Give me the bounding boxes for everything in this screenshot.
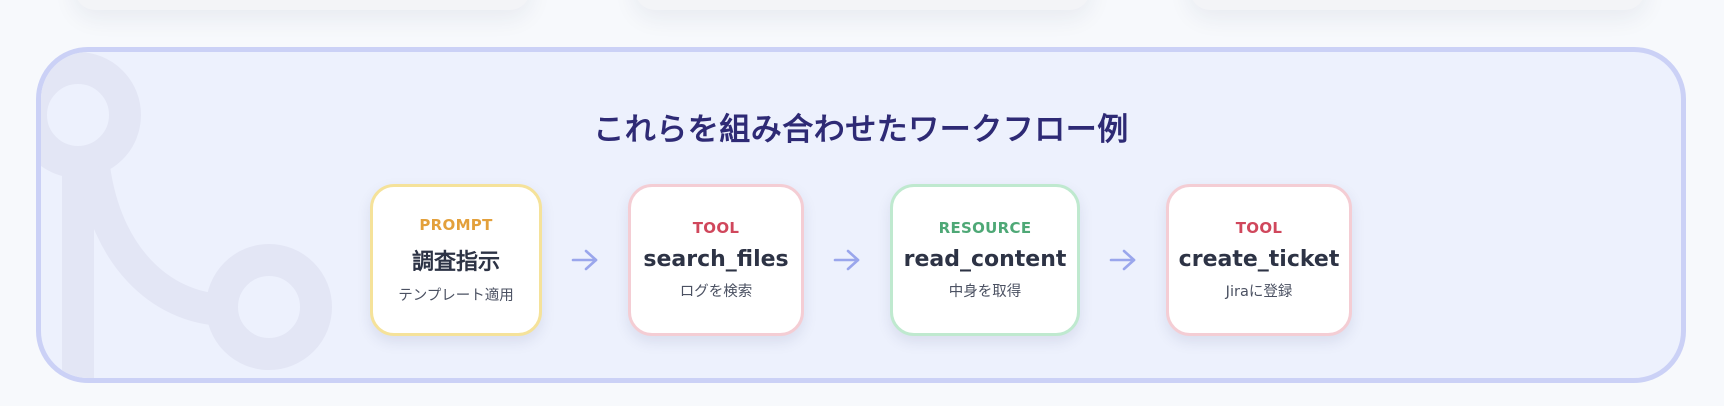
step-description: 中身を取得 [948,284,1022,300]
git-branch-decoration-icon [41,52,332,378]
workflow-step-prompt: PROMPT 調査指示 テンプレート適用 [370,184,542,336]
previous-card-3 [1190,0,1645,10]
section-title: これらを組み合わせたワークフロー例 [593,112,1129,148]
step-kind-label: PROMPT [419,215,493,234]
flow-arrow [804,249,890,271]
arrow-right-icon [571,249,598,271]
step-kind-label: TOOL [1235,219,1283,237]
step-name: read_content [903,247,1067,272]
previous-card-2 [635,0,1090,10]
step-kind-label: RESOURCE [938,219,1032,237]
step-name: create_ticket [1178,247,1340,272]
workflow-step-resource: RESOURCE read_content 中身を取得 [890,184,1080,336]
step-name: search_files [643,247,789,272]
step-description: テンプレート適用 [398,287,514,304]
previous-card-1 [75,0,530,10]
workflow-step-tool-search: TOOL search_files ログを検索 [628,184,804,336]
arrow-right-icon [1109,249,1136,271]
flow-arrow [1080,249,1166,271]
step-name: 調査指示 [411,249,500,275]
arrow-right-icon [833,249,860,271]
workflow-flow: PROMPT 調査指示 テンプレート適用 TOOL search_files ロ… [41,184,1681,336]
flow-arrow [542,249,628,271]
step-description: Jiraに登録 [1225,284,1293,300]
step-description: ログを検索 [679,284,753,300]
workflow-step-tool-ticket: TOOL create_ticket Jiraに登録 [1166,184,1352,336]
step-kind-label: TOOL [692,219,740,237]
workflow-example-panel: これらを組み合わせたワークフロー例 PROMPT 調査指示 テンプレート適用 T… [36,47,1686,383]
